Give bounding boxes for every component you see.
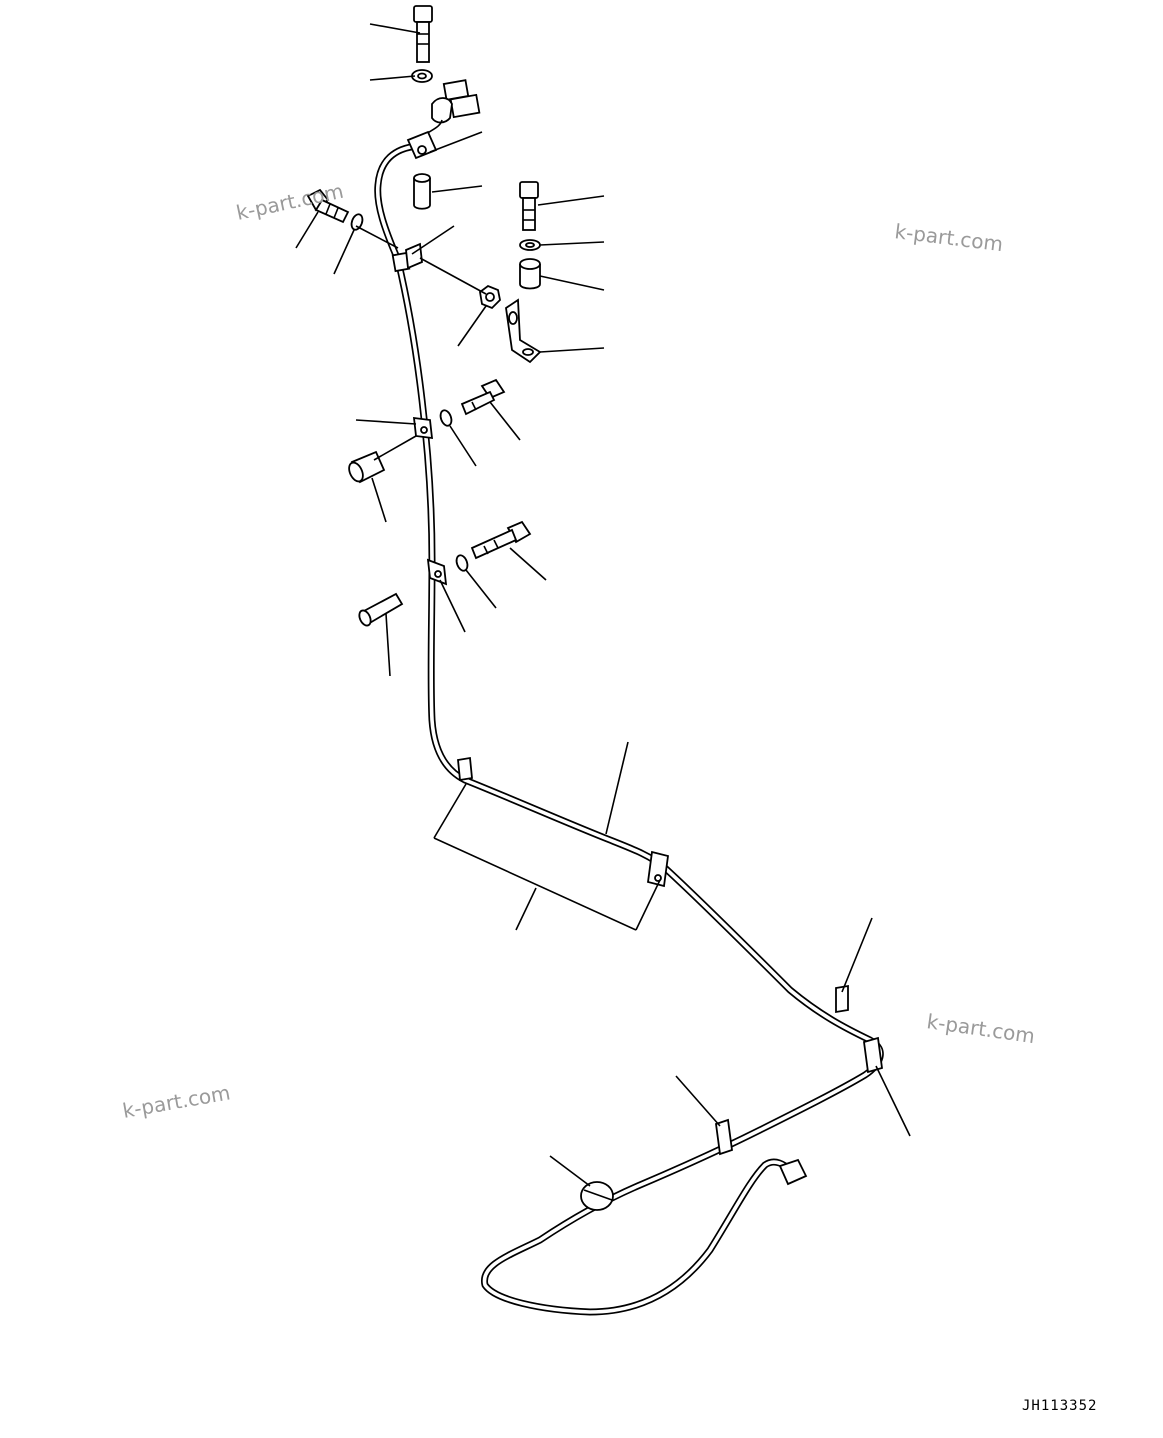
washer-mid-2 — [455, 554, 469, 572]
watermark-1: k-part.com — [234, 179, 346, 225]
bracket — [505, 298, 542, 364]
bolt-mid-2 — [470, 520, 532, 560]
washer-mid-1 — [439, 409, 453, 427]
clamp-8 — [715, 1118, 733, 1156]
spacer-mid-2 — [358, 592, 404, 627]
clamp-3 — [426, 558, 448, 586]
watermark-2: k-part.com — [893, 219, 1004, 256]
band — [580, 1181, 614, 1211]
spacer-upper — [413, 173, 431, 210]
nut — [479, 284, 501, 310]
watermark-4: k-part.com — [121, 1080, 232, 1123]
clamp-2 — [412, 416, 434, 440]
wiring-harness — [374, 142, 884, 1316]
washer-upper — [411, 69, 433, 83]
bolt-right — [519, 181, 539, 231]
washer-left — [350, 213, 364, 231]
bolt-upper — [413, 5, 433, 63]
clamp-7 — [863, 1036, 883, 1074]
connector-end — [778, 1158, 808, 1186]
washer-right — [519, 239, 541, 251]
leader-lines — [295, 23, 911, 1187]
connector-assembly-top — [406, 79, 481, 160]
clamp-4 — [457, 756, 473, 782]
watermark-3: k-part.com — [925, 1009, 1036, 1048]
bolt-left — [306, 188, 350, 224]
drawing-code: JH113352 — [1022, 1398, 1097, 1414]
spacer-right — [519, 258, 541, 290]
bolt-mid-1 — [460, 378, 506, 416]
clamp-5 — [647, 850, 669, 888]
